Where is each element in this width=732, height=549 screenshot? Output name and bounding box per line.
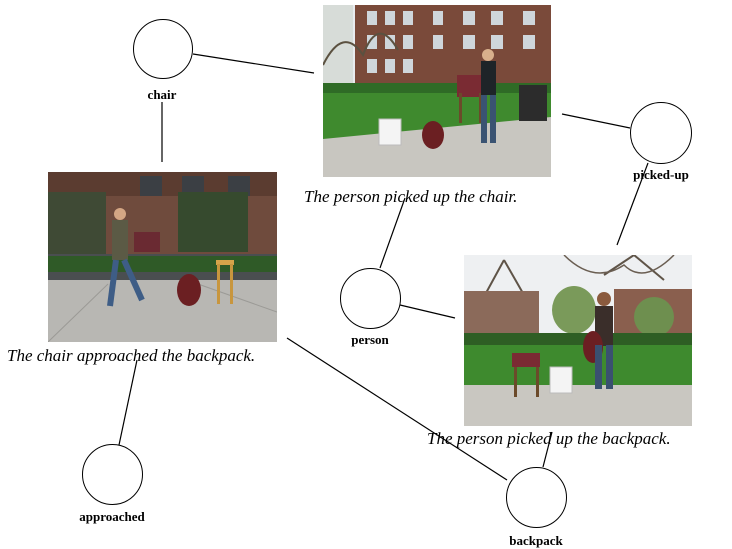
node-backpack [506, 467, 567, 528]
edge-approached-photo2 [118, 359, 138, 446]
photo-chair-approached-backpack [48, 172, 277, 342]
photo-person-picked-up-backpack [464, 255, 692, 426]
node-label-approached: approached [79, 509, 145, 524]
node-approached [82, 444, 143, 505]
caption-person-picked-up-backpack: The person picked up the backpack. [427, 429, 671, 448]
node-label-chair: chair [147, 87, 177, 102]
scene-image [464, 255, 692, 426]
node-person [340, 268, 401, 329]
node-picked-up [630, 102, 692, 164]
scene-image [48, 172, 277, 342]
edge-backpack-photo2 [286, 337, 508, 481]
caption-chair-approached-backpack: The chair approached the backpack. [7, 346, 256, 365]
caption-person-picked-up-chair: The person picked up the chair. [304, 187, 518, 206]
edge-pickedup-photo3 [616, 162, 649, 246]
node-chair [133, 19, 193, 79]
node-label-picked-up: picked-up [633, 167, 689, 182]
scene-image [323, 5, 551, 177]
node-label-backpack: backpack [509, 533, 563, 548]
edge-pickedup-photo1 [561, 113, 631, 129]
edge-person-photo3 [399, 304, 456, 319]
edge-person-photo1 [379, 197, 406, 269]
photo-person-picked-up-chair [323, 5, 551, 177]
edge-chair-photo1 [192, 53, 315, 74]
edge-backpack-photo3 [542, 431, 553, 468]
node-label-person: person [351, 332, 389, 347]
